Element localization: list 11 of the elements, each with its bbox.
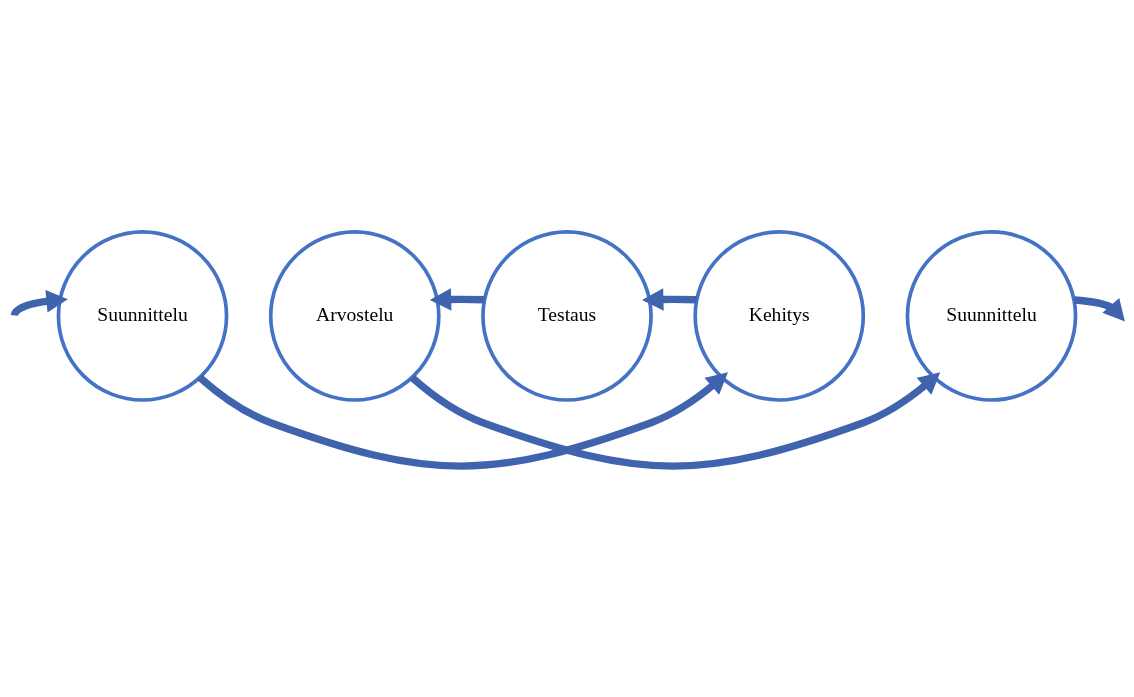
node-circle: Kehitys (693, 229, 866, 402)
node-circle: Testaus (481, 229, 653, 402)
arrow (1073, 295, 1125, 321)
node-circle: Arvostelu (268, 229, 441, 402)
arrow (197, 371, 728, 470)
arrow (429, 287, 485, 311)
node-circle: Suunnittelu (905, 229, 1078, 402)
node-circle: Suunnittelu (56, 229, 229, 402)
arrow (642, 287, 697, 311)
arrow (409, 371, 941, 470)
arrow (10, 289, 68, 317)
